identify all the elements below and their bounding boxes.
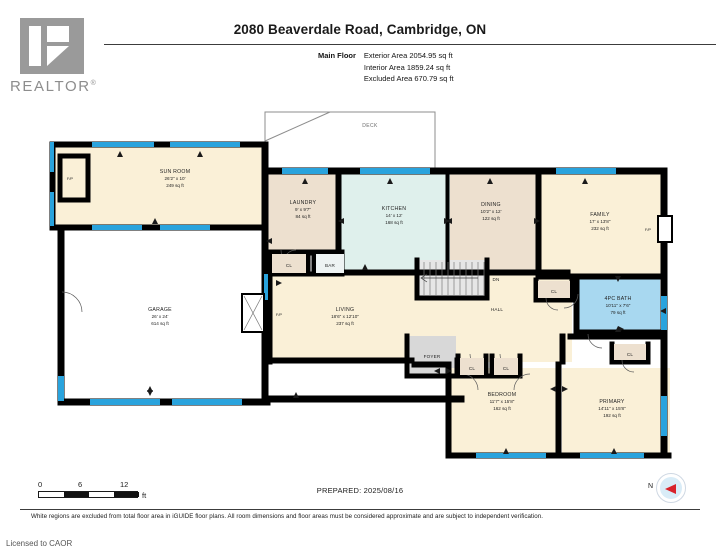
scale-tick-12: 12: [120, 480, 129, 489]
fireplace-label-left: F/P: [276, 312, 283, 317]
exterior-area: Exterior Area 2054.95 sq ft: [363, 51, 453, 60]
bath-area: 79 sq ft: [610, 310, 626, 315]
stair-treads: [423, 262, 485, 295]
interior-area: Interior Area 1859.24 sq ft: [363, 62, 451, 72]
realtor-logo: REALTOR®: [6, 18, 110, 100]
closet-label-4: CL: [551, 289, 558, 294]
garage-dim: 26' x 24': [152, 314, 169, 319]
room-labels: SUN ROOM 26'2" x 10' 249 sq ft GARAGE 26…: [148, 169, 631, 418]
floor-plan-drawing: DECK: [0, 96, 720, 468]
deck-label: DECK: [362, 123, 378, 129]
bedroom-area: 162 sq ft: [493, 406, 511, 411]
living-fill: [272, 274, 412, 362]
bar-label: BAR: [325, 263, 336, 268]
bedroom-name: BEDROOM: [488, 392, 517, 398]
footer-divider: [20, 509, 700, 510]
disclaimer-text: White regions are excluded from total fl…: [31, 513, 543, 520]
header-divider: [104, 44, 716, 45]
scale-bar-graphic: [38, 491, 139, 498]
primary-area: 192 sq ft: [603, 413, 621, 418]
foyer-label: FOYER: [424, 354, 441, 359]
primary-fill: [562, 368, 670, 454]
fireplace-right: F/P: [645, 215, 673, 243]
bedroom-dim: 11'7" x 15'8": [490, 399, 515, 404]
floor-label: Main Floor: [318, 51, 356, 60]
dining-area: 122 sq ft: [482, 216, 500, 221]
family-name: FAMILY: [590, 212, 610, 218]
living-name: LIVING: [336, 307, 355, 313]
stairs-down-label: DN: [492, 277, 499, 282]
fireplace-left: F/P: [241, 293, 283, 333]
small-space-labels: CL BAR HALL FOYER CL CL CL CL: [272, 254, 646, 375]
sun-room-dim: 26'2" x 10': [164, 176, 185, 181]
dining-fill: [450, 174, 540, 274]
scale-ticks: 0 6 12: [38, 480, 158, 491]
bath-dim: 10'11" x 7'6": [606, 303, 631, 308]
family-area: 232 sq ft: [591, 226, 609, 231]
garage-fill: [62, 226, 268, 401]
fireplace-sunroom: F/P: [67, 176, 74, 181]
laundry-dim: 9' x 9'7": [295, 207, 311, 212]
fireplace-label-sunroom: F/P: [67, 176, 74, 181]
excluded-area: Excluded Area 670.79 sq ft: [363, 74, 454, 83]
closet-label-1: CL: [286, 263, 293, 268]
realtor-r-mark-icon: [20, 18, 84, 74]
kitchen-dim: 14' x 12': [386, 213, 403, 218]
closet-label-2: CL: [469, 366, 476, 371]
bath-name: 4PC BATH: [605, 296, 632, 302]
laundry-fill: [268, 174, 340, 252]
scale-bar: 0 6 12 ft: [38, 480, 158, 500]
garage-area: 614 sq ft: [151, 321, 169, 326]
area-summary: Main Floor Exterior Area 2054.95 sq ft I…: [318, 50, 454, 85]
bedroom-fill: [450, 368, 560, 454]
fireplace-label-right: F/P: [645, 227, 652, 232]
garage-name: GARAGE: [148, 307, 172, 313]
kitchen-fill: [340, 174, 450, 274]
kitchen-area: 168 sq ft: [385, 220, 403, 225]
closet-label-3: CL: [503, 366, 510, 371]
bath-fill: [578, 278, 660, 330]
page-title: 2080 Beaverdale Road, Cambridge, ON: [233, 22, 487, 37]
closet-label-5: CL: [627, 352, 634, 357]
hall-label: HALL: [491, 307, 504, 312]
prepared-date: PREPARED: 2025/08/16: [316, 486, 404, 495]
family-dim: 17' x 13'8": [589, 219, 610, 224]
scale-tick-6: 6: [78, 480, 83, 489]
dining-dim: 10'2" x 12': [480, 209, 501, 214]
primary-name: PRIMARY: [599, 399, 625, 405]
realtor-wordmark: REALTOR®: [10, 78, 98, 95]
stair-direction-arrow: [420, 273, 478, 283]
sun-room-area: 249 sq ft: [166, 183, 184, 188]
living-area: 237 sq ft: [336, 321, 354, 326]
sun-room-name: SUN ROOM: [160, 169, 191, 175]
living-dim: 18'6" x 12'10": [331, 314, 359, 319]
licensed-text: Licensed to CAOR: [6, 539, 73, 548]
dimension-markers: [117, 151, 666, 454]
scale-unit: ft: [142, 491, 147, 500]
laundry-area: 84 sq ft: [295, 214, 311, 219]
scale-tick-0: 0: [38, 480, 43, 489]
primary-dim: 14'11" x 15'8": [598, 406, 626, 411]
stairs-fill: [418, 260, 486, 298]
dining-name: DINING: [481, 202, 501, 208]
area-values: Exterior Area 2054.95 sq ft Interior Are…: [364, 50, 454, 85]
family-fill: [540, 174, 665, 278]
laundry-name: LAUNDRY: [290, 200, 317, 206]
compass-label: N: [648, 483, 654, 490]
kitchen-name: KITCHEN: [382, 206, 407, 212]
compass-north-icon: N: [648, 473, 686, 503]
